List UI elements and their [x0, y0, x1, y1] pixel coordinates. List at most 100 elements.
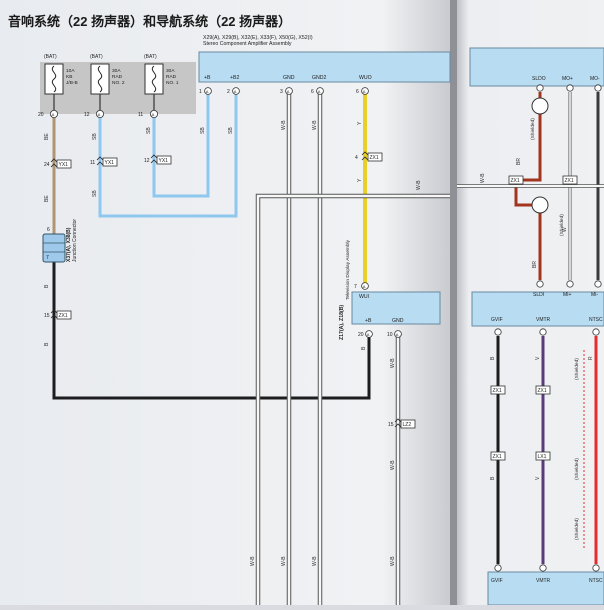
display-pin-name: GND: [392, 318, 404, 324]
right-top-pin-name: SLDO: [532, 76, 546, 82]
amplifier-pin-circle: [204, 87, 212, 95]
right-connector-tag: [508, 175, 524, 185]
wire-code-label: W-B: [416, 180, 422, 190]
fuse-icon: [51, 65, 57, 93]
inline-connector-label: LZ2: [403, 422, 412, 428]
fuse-conn-circle: [149, 110, 158, 119]
fuse-bat-label: (BAT): [144, 54, 157, 60]
inline-connector-number: 12: [144, 158, 150, 164]
amplifier-pin-conn: A: [287, 89, 290, 94]
shielded-label: (Shielded): [574, 518, 580, 540]
display-pin-name: +B: [365, 318, 372, 324]
amplifier-pin-conn: A: [318, 89, 321, 94]
right-wire-code-label: B: [490, 476, 496, 480]
fuse-conn-letter: A: [52, 112, 55, 117]
right-wire-code-label: V: [535, 476, 541, 480]
wire-code-label: Y: [357, 121, 363, 125]
junction-connector-box: [42, 233, 66, 263]
fuse-pin-number: 12: [84, 112, 90, 118]
inline-connector-chevron: [150, 154, 158, 164]
right-mid-pin-name: SLDI: [533, 292, 544, 298]
display-pin-number: 20: [358, 332, 364, 338]
right-signal-pin-name: GVIF: [491, 317, 503, 323]
right-wire-code-label: W-B: [480, 173, 486, 183]
wire-code-label: SB: [146, 127, 152, 134]
right-signal-pin-circle: [539, 328, 547, 336]
right-signal-pin-name: NTSC: [589, 317, 603, 323]
right-top-module-box: [469, 47, 604, 87]
right-bottom-pin-name: VMTR: [536, 578, 551, 584]
inline-connector-label: ZX1: [59, 313, 68, 319]
right-mid-module-box: [471, 291, 604, 327]
fuse-rating-line: RAD: [166, 74, 177, 80]
fuse-rating-line: NO. 1: [166, 80, 179, 86]
inline-connector-tag: [367, 152, 383, 162]
inline-connector-label: ZX1: [370, 155, 379, 161]
right-wire-code-label: BR: [532, 261, 538, 268]
right-bottom-pin-circle: [539, 564, 547, 572]
wire-b-main: [52, 262, 371, 400]
display-pin-conn: A: [396, 332, 399, 337]
wire-code-label: B: [361, 346, 367, 350]
amplifier-ref: X29(A), X29(B), X32(E), X33(F), X50(G), …: [203, 35, 313, 41]
right-bottom-module-box: [487, 571, 604, 606]
wire-sb-1: [98, 92, 238, 218]
wire-code-label: B: [44, 284, 50, 288]
shield-ground-circle: [531, 97, 549, 115]
inline-connector-tag: [56, 310, 72, 320]
right-connector-tag: [490, 451, 506, 461]
amplifier-pin-circle: [361, 87, 369, 95]
display-pin-name: WUI: [359, 294, 369, 300]
wire-code-label: SB: [92, 190, 98, 197]
right-connector-tag: [535, 451, 551, 461]
wire-code-label: W-B: [281, 120, 287, 130]
junction-pin-bottom: 7: [46, 255, 49, 261]
right-top-pin-circle: [594, 84, 602, 92]
display-pin-conn: A: [367, 332, 370, 337]
amplifier-pin-number: 6: [356, 89, 359, 95]
shielded-label: (Shielded): [530, 118, 536, 140]
amplifier-pin-number: 6: [311, 89, 314, 95]
right-bottom-pin-name: NTSC: [589, 578, 603, 584]
right-mid-pin-circle: [566, 280, 574, 288]
fuse-conn-letter: A: [98, 112, 101, 117]
amplifier-pin-circle: [285, 87, 293, 95]
amplifier-pin-conn: A: [206, 89, 209, 94]
inline-connector-label: YX1: [59, 162, 69, 168]
right-connector-label: ZX1: [511, 178, 520, 184]
right-connector-label: ZX1: [493, 388, 502, 394]
inline-connector-tag: [56, 159, 72, 169]
right-connector-tag: [535, 385, 551, 395]
amplifier-pin-name: +B2: [230, 75, 239, 81]
right-wire-code-label: R: [588, 356, 594, 360]
right-connector-label: ZX1: [538, 388, 547, 394]
amplifier-assembly-box: [198, 51, 451, 83]
right-mid-pin-name: MI+: [563, 292, 572, 298]
amplifier-pin-number: 3: [280, 89, 283, 95]
right-top-pin-circle: [536, 84, 544, 92]
page-title: 音响系统（22 扬声器）和导航系统（22 扬声器）: [8, 14, 291, 29]
right-connector-tag: [562, 175, 578, 185]
wire-code-label: W-B: [281, 556, 287, 566]
wire-code-label: W-B: [390, 358, 396, 368]
wire-code-label: BE: [44, 133, 50, 140]
junction-ref: X37(A), X38(B): [66, 227, 72, 262]
amplifier-pin-circle: [232, 87, 240, 95]
fuse-conn-letter: A: [152, 112, 155, 117]
right-mid-pin-name: MI-: [591, 292, 599, 298]
fuse-rating-line: RAD: [112, 74, 123, 80]
right-bottom-pin-circle: [494, 564, 502, 572]
inline-connector-chevron: [96, 156, 104, 166]
shielded-label: (Shielded): [574, 358, 580, 380]
right-top-pin-name: MO+: [562, 76, 573, 82]
amplifier-pin-circle: [316, 87, 324, 95]
right-mid-pin-circle: [594, 280, 602, 288]
fuse-pin-number: 11: [138, 112, 143, 118]
inline-connector-number: 4: [355, 155, 358, 161]
inline-connector-tag: [102, 157, 118, 167]
inline-connector-chevron: [394, 418, 402, 428]
